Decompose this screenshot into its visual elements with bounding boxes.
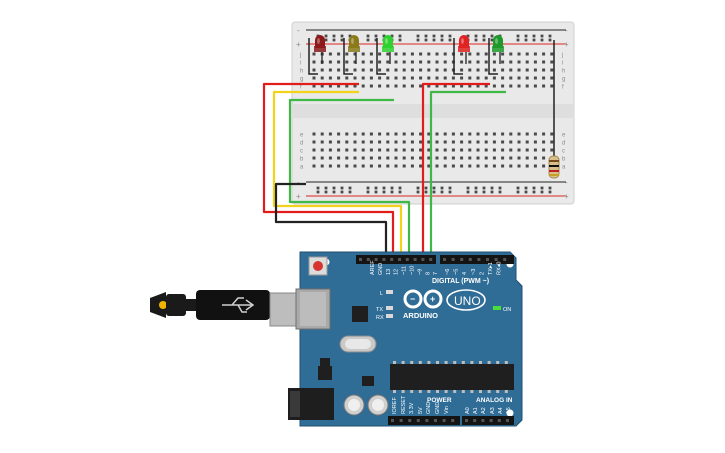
row-letter-b-right: b [562, 157, 566, 163]
brand-label: ARDUINO [403, 311, 438, 320]
led-group [314, 35, 504, 64]
analog-pin-label-4: A4 [498, 407, 504, 414]
rail-minus-bottom-right: - [565, 178, 568, 187]
rail-plus-top-right: + [564, 40, 569, 49]
led-rx [386, 314, 393, 318]
model-label: UNO [454, 294, 481, 308]
digital-pin-label-5: ~10 [410, 266, 416, 275]
usb-icon [222, 297, 255, 313]
rail-plus-bottom-right: + [564, 192, 569, 201]
usb-chip [352, 306, 368, 322]
led-3 [382, 35, 394, 64]
analog-pin-label-2: A2 [481, 407, 487, 414]
wire-black [274, 182, 388, 256]
model-badge: UNO [446, 289, 486, 311]
atmega-chip [390, 364, 514, 390]
analog-pin-label-0: A0 [465, 407, 471, 414]
analog-pin-label-3: A3 [490, 407, 496, 414]
led-rx-label: RX [376, 315, 384, 321]
row-letter-e-left: e [300, 133, 304, 139]
digital-pin-label-11: 4 [462, 272, 468, 275]
wire-green-2 [429, 90, 506, 256]
rail-plus-bottom: + [296, 192, 301, 201]
regulator [318, 366, 332, 380]
digital-pin-label-4: ~11 [402, 266, 408, 275]
row-letter-b-left: b [300, 157, 304, 163]
digital-pin-label-6: ~9 [417, 269, 423, 275]
digital-pin-label-13: 2 [479, 272, 485, 275]
power-pin-label-3: 5V [418, 407, 424, 414]
row-letter-a-right: a [562, 165, 566, 171]
row-letter-h-right: h [562, 69, 565, 75]
resistor [548, 155, 560, 179]
digital-label: DIGITAL (PWM ~) [432, 278, 489, 285]
wires [262, 82, 506, 256]
digital-pin-label-2: 13 [386, 269, 392, 275]
logo-minus-icon: − [410, 294, 415, 304]
row-letter-i-right: i [562, 61, 563, 67]
led-1 [314, 35, 326, 64]
led-tx [386, 306, 393, 310]
led-5 [492, 35, 504, 64]
arduino-logo [403, 289, 443, 309]
digital-pin-label-15: RX◂0 [497, 262, 503, 275]
led-l-label: L [380, 291, 383, 297]
led-legs [308, 38, 498, 75]
row-letter-h-left: h [300, 69, 303, 75]
rail-minus-bottom: - [297, 178, 300, 187]
row-letter-j-left: j [299, 53, 301, 59]
wire-red-1 [262, 82, 395, 256]
row-letter-f-right: f [562, 85, 564, 91]
power-pin-label-2: 3.3V [409, 402, 415, 414]
power-pin-label-6: Vin [444, 406, 450, 414]
led-tx-label: TX [376, 307, 383, 313]
row-letter-g-left: g [300, 77, 303, 83]
wire-red-2 [421, 82, 490, 256]
digital-pin-label-8: 7 [433, 272, 439, 275]
power-pin-label-1: RESET [401, 395, 407, 414]
wire-yellow [272, 90, 403, 256]
row-letter-g-right: g [562, 77, 565, 83]
analog-pin-label-5: A5 [506, 407, 512, 414]
wire-green-1 [288, 98, 411, 256]
rail-minus-top-right: - [565, 26, 568, 35]
rail-plus-top: + [296, 40, 301, 49]
rail-minus-top: - [297, 26, 300, 35]
digital-pin-label-7: 8 [425, 272, 431, 275]
logo-plus-icon: + [430, 294, 435, 304]
digital-pin-label-9: ~6 [445, 269, 451, 275]
row-letter-i-left: i [300, 61, 301, 67]
row-letter-e-right: e [562, 133, 566, 139]
row-letter-c-right: c [562, 149, 565, 155]
digital-pin-label-12: ~3 [471, 269, 477, 275]
power-pin-label-5: GND [435, 402, 441, 414]
power-pin-label-0: IOREF [392, 397, 398, 414]
led-l [386, 290, 393, 294]
on-led [493, 306, 501, 310]
digital-pin-label-10: ~5 [454, 269, 460, 275]
digital-pin-label-1: GND [378, 263, 384, 275]
digital-pin-label-0: AREF [370, 260, 376, 275]
row-letter-c-left: c [300, 149, 303, 155]
digital-pin-label-3: 12 [394, 269, 400, 275]
row-letter-d-right: d [562, 141, 565, 147]
digital-pin-label-14: TX▸1 [488, 262, 494, 275]
analog-label: ANALOG IN [476, 397, 513, 404]
power-label: POWER [427, 397, 452, 404]
led-2 [348, 35, 360, 64]
row-letter-a-left: a [300, 165, 304, 171]
row-letter-d-left: d [300, 141, 303, 147]
row-letter-f-left: f [300, 85, 302, 91]
row-letter-j-right: j [561, 53, 563, 59]
on-label: ON [503, 307, 511, 313]
analog-pin-label-1: A1 [473, 407, 479, 414]
power-pin-label-4: GND [426, 402, 432, 414]
led-4 [458, 35, 470, 64]
